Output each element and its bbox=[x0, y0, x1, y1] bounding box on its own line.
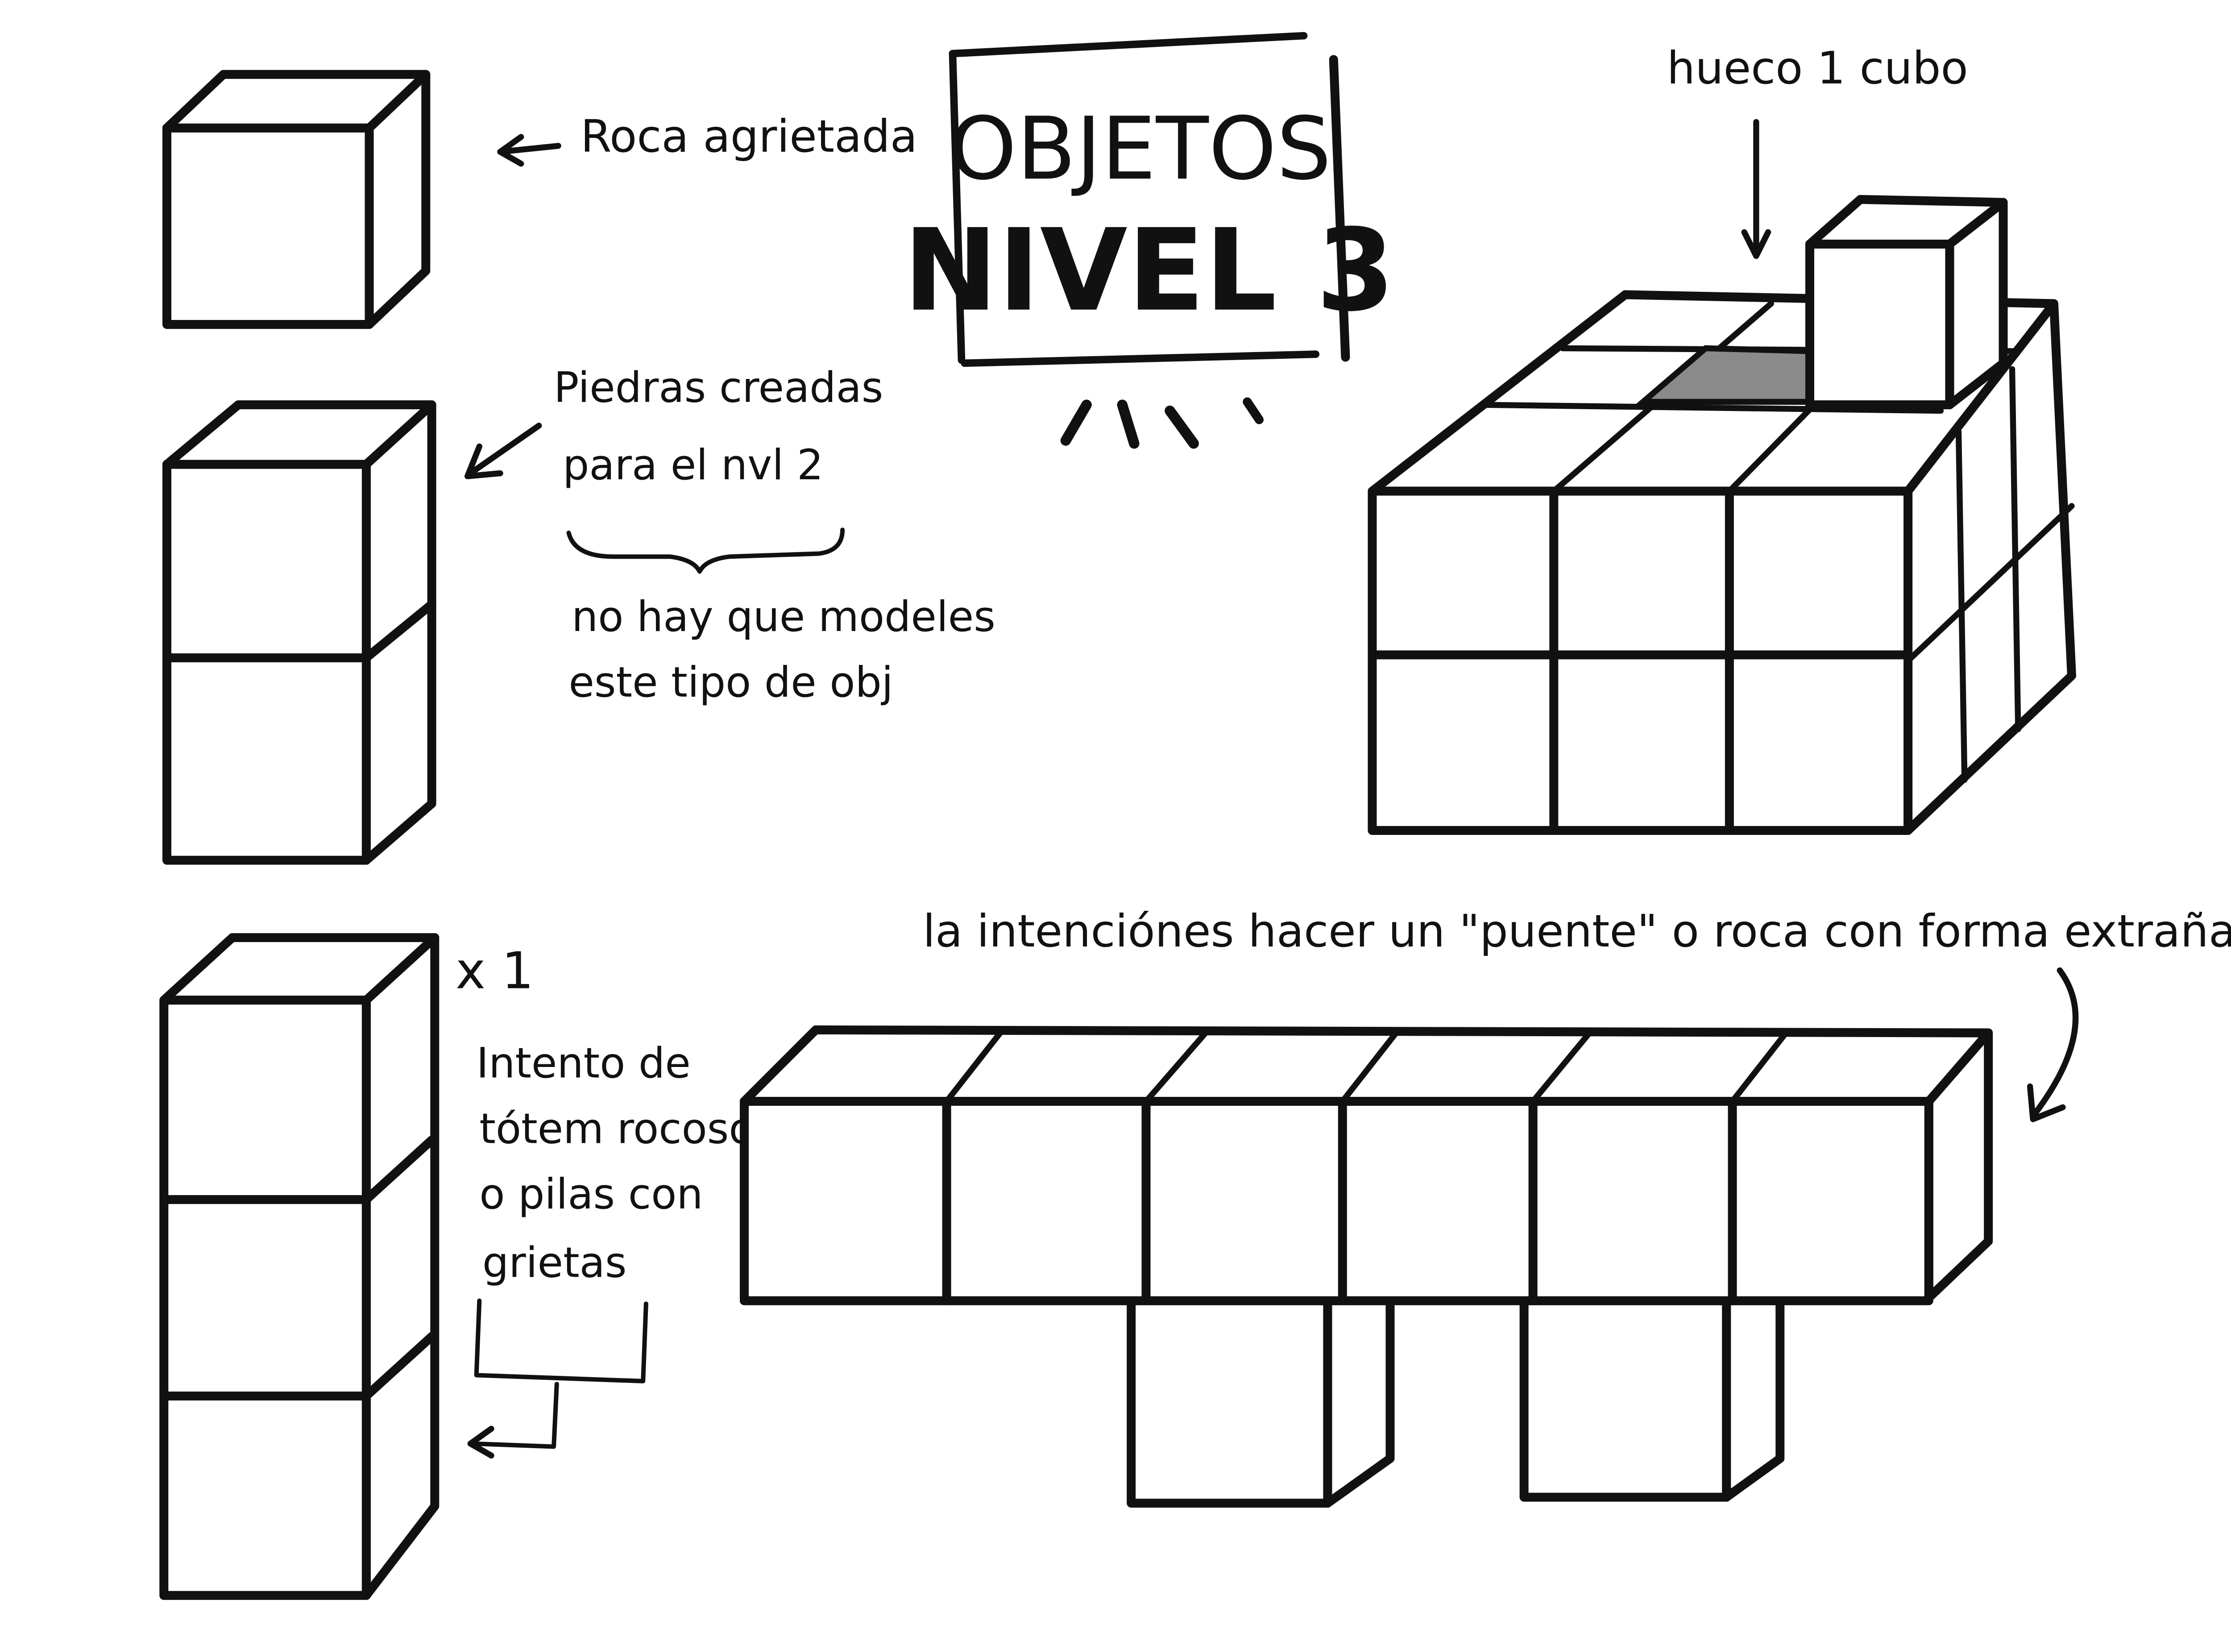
no-hay-label-1: no hay que modeles bbox=[572, 593, 995, 641]
roca-label: Roca agrietada bbox=[581, 110, 917, 162]
intento-bracket bbox=[474, 1298, 648, 1384]
arrow-hueco bbox=[1741, 119, 1771, 259]
piedras-label-1: Piedras creadas bbox=[554, 363, 883, 412]
intento-label-4: grietas bbox=[482, 1239, 627, 1287]
arrow-roca bbox=[497, 134, 561, 167]
intencion-label: la intenciónes hacer un "puente" o roca … bbox=[923, 905, 2231, 957]
title-line-2: NIVEL 3 bbox=[903, 205, 1395, 336]
stone-stack-2 bbox=[162, 400, 436, 865]
hueco-label: hueco 1 cubo bbox=[1667, 42, 1968, 94]
cracked-rock-cube bbox=[162, 70, 431, 329]
arrow-totem bbox=[467, 1382, 559, 1459]
brace bbox=[566, 527, 845, 574]
intento-label-3: o pilas con bbox=[479, 1170, 703, 1219]
times-one-label: x 1 bbox=[456, 942, 534, 1000]
block-with-hole bbox=[1368, 195, 2076, 835]
title-line-1: OBJETOS bbox=[949, 98, 1331, 199]
emphasis-marks bbox=[1060, 397, 1264, 449]
title-box bbox=[949, 32, 1350, 367]
arrow-piedras bbox=[464, 423, 542, 479]
piedras-label-2: para el nvl 2 bbox=[563, 441, 823, 490]
intento-label-1: Intento de bbox=[477, 1039, 691, 1088]
no-hay-label-2: este tipo de obj bbox=[568, 658, 893, 707]
arrow-bridge bbox=[2027, 967, 2079, 1122]
intento-label-2: tótem rocoso bbox=[479, 1104, 754, 1153]
bridge-rock bbox=[740, 1025, 1993, 1508]
totem-stack-3 bbox=[159, 933, 440, 1600]
